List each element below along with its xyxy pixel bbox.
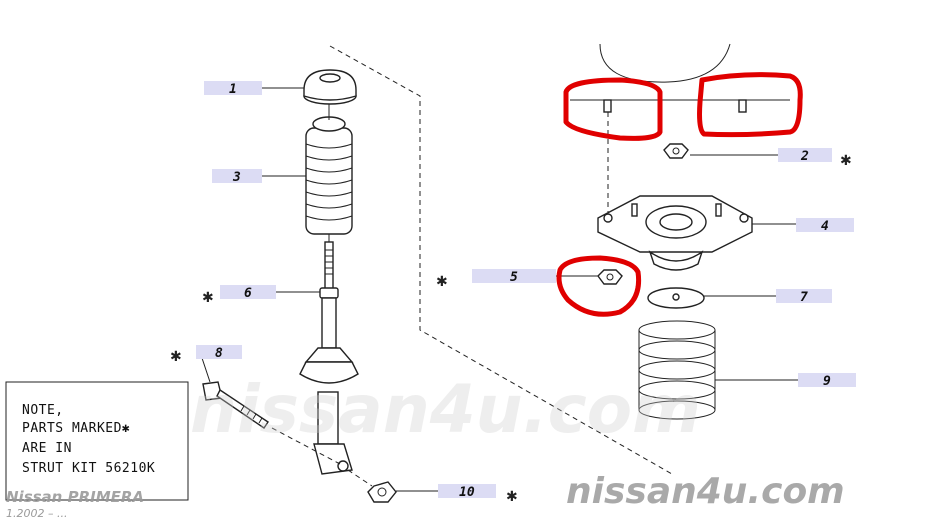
note-box: NOTE, PARTS MARKED✱ ARE IN STRUT KIT 562… [5, 381, 189, 501]
callout-label-7: 7 [800, 290, 808, 305]
callout-label-10: 10 [459, 485, 475, 500]
callout-box-9 [798, 373, 856, 387]
callout-label-9: 9 [823, 374, 831, 389]
asterisk-mark-6: ✱ [202, 290, 214, 306]
asterisk-mark-5: ✱ [436, 274, 448, 290]
highlight-left-stud [563, 77, 663, 141]
callout-box-10 [438, 484, 496, 498]
callout-label-8: 8 [215, 346, 223, 361]
part-6-rod-nut [319, 287, 339, 299]
callout-box-8 [196, 345, 242, 359]
watermark-model: Nissan PRIMERA [6, 488, 144, 506]
part-piston-rod [324, 241, 334, 291]
asterisk-mark-8: ✱ [170, 349, 182, 365]
note-line-4: STRUT KIT 56210K [22, 461, 155, 476]
part-3-dust-boot [305, 116, 353, 235]
highlight-right-stud [697, 72, 803, 138]
callout-box-1 [204, 81, 262, 95]
callout-label-3: 3 [232, 170, 241, 185]
watermark: nissan4u.com nissan4u.com Nissan PRIMERA… [6, 371, 845, 520]
callout-label-5: 5 [510, 270, 518, 285]
callout-label-2: 2 [800, 149, 809, 164]
callout-box-6 [220, 285, 276, 299]
callout-labels: 1 2 ✱ 3 4 5 ✱ 6 ✱ 7 8 ✱ 9 10 ✱ [170, 81, 856, 505]
spring-assembly [570, 43, 790, 420]
part-4-strut-mount [597, 195, 753, 271]
part-10-nut [367, 481, 397, 503]
part-shock-body [299, 297, 359, 475]
callout-box-2 [778, 148, 832, 162]
part-1-mount-cap [303, 69, 357, 105]
part-9-coil-spring [638, 320, 716, 420]
callout-box-5 [472, 269, 556, 283]
callout-label-1: 1 [229, 82, 237, 97]
callout-box-3 [212, 169, 262, 183]
highlight-marks [556, 72, 803, 317]
strut-assembly [202, 69, 397, 503]
callout-label-6: 6 [244, 286, 252, 301]
asterisk-mark-2: ✱ [840, 153, 852, 169]
callout-label-4: 4 [821, 219, 829, 234]
part-8-bolt [202, 381, 269, 429]
note-line-2: PARTS MARKED✱ [22, 421, 130, 436]
watermark-brand-corner: nissan4u.com [566, 471, 845, 512]
part-7-spring-seat [647, 287, 705, 309]
asterisk-mark-10: ✱ [506, 489, 518, 505]
assembly-boundary-dashed [329, 45, 673, 475]
highlight-part-5 [556, 255, 642, 317]
callout-box-7 [776, 289, 832, 303]
part-2-flange-nut [663, 143, 689, 159]
part-5-nut [597, 269, 623, 285]
note-line-1: NOTE, [22, 403, 64, 418]
note-line-3: ARE IN [22, 441, 72, 456]
callout-box-4 [796, 218, 854, 232]
watermark-brand-center: nissan4u.com [190, 371, 701, 448]
watermark-years: 1.2002 – ... [6, 507, 67, 520]
